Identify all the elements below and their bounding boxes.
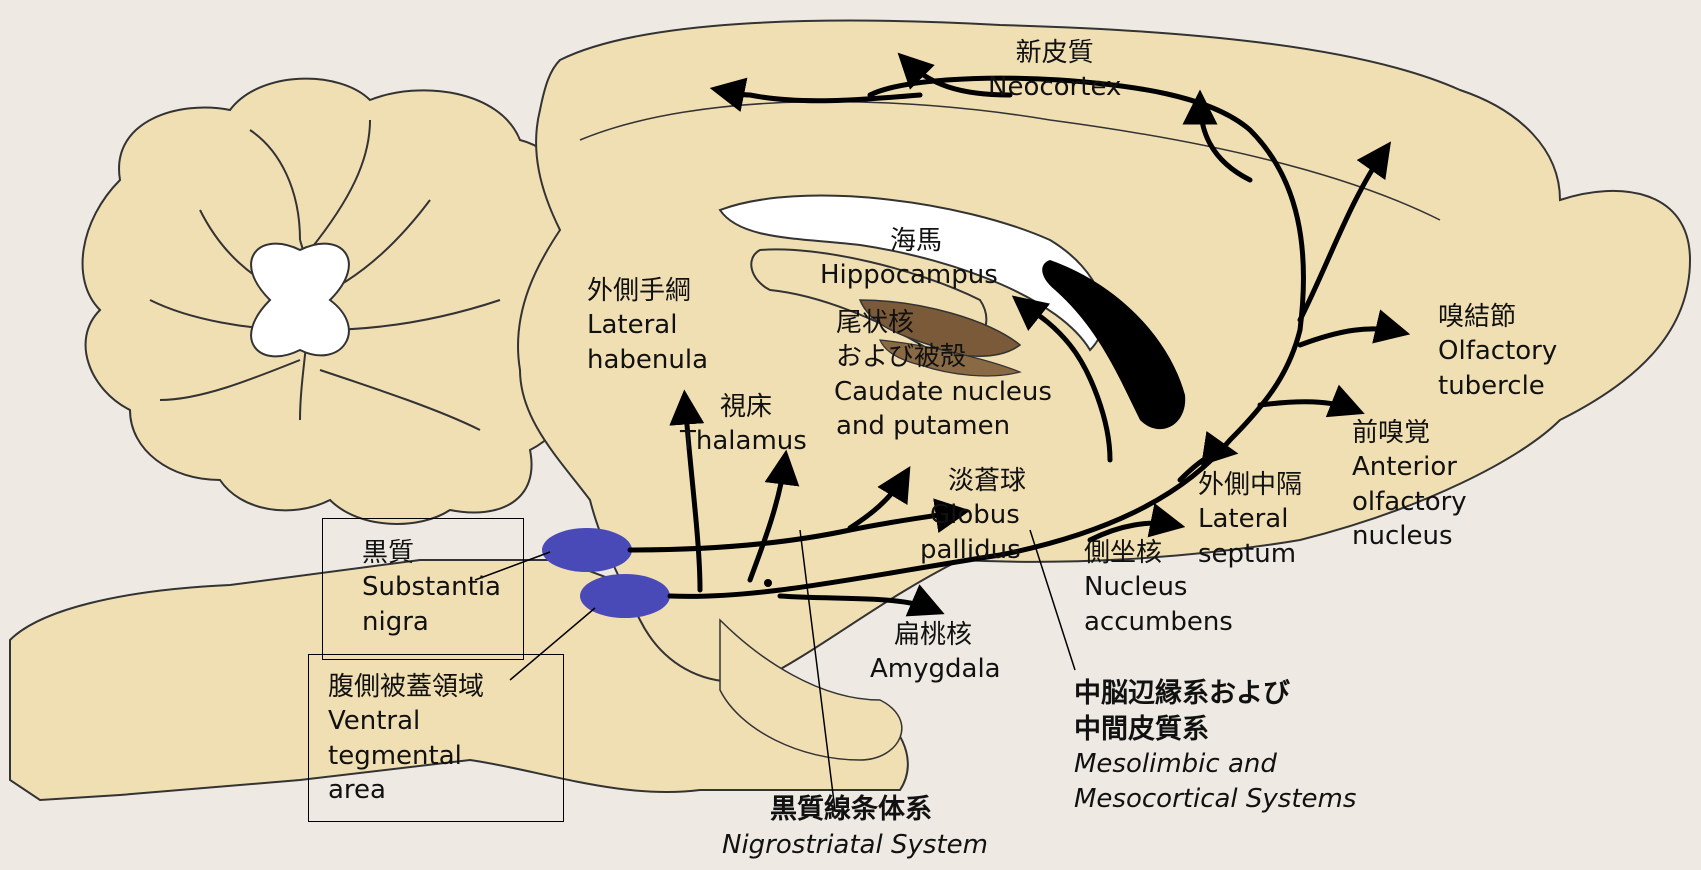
amygdala-ja: 扁桃核	[870, 618, 1001, 652]
olfactory-tubercle-ja: 嗅結節	[1438, 300, 1557, 334]
substantia-nigra-ja: 黒質	[362, 536, 501, 570]
hippocampus-en: Hippocampus	[820, 258, 998, 292]
substantia-nigra-nucleus	[542, 528, 632, 572]
nucleus-accumbens-en2: accumbens	[1084, 605, 1233, 639]
mesolimbic-en2: Mesocortical Systems	[1074, 782, 1356, 816]
anterior-olfactory-en1: Anterior	[1352, 450, 1467, 484]
amygdala-label: 扁桃核 Amygdala	[870, 618, 1001, 687]
lateral-habenula-ja: 外側手綱	[587, 274, 708, 308]
nigrostriatal-en: Nigrostriatal System	[722, 828, 988, 862]
amygdala-en: Amygdala	[870, 652, 1001, 686]
anterior-olfactory-en3: nucleus	[1352, 519, 1467, 553]
lateral-septum-en1: Lateral	[1198, 502, 1302, 536]
thalamus-ja: 視床	[680, 390, 807, 424]
neocortex-en: Neocortex	[988, 70, 1121, 104]
thalamus-en: Thalamus	[680, 424, 807, 458]
globus-pallidus-label: 淡蒼球 Globus pallidus	[920, 464, 1026, 567]
globus-pallidus-ja: 淡蒼球	[920, 464, 1026, 498]
caudate-ja1: 尾状核	[836, 306, 1052, 340]
caudate-ja2: および被殻	[836, 340, 1052, 374]
neocortex-label: 新皮質 Neocortex	[988, 36, 1121, 105]
vta-nucleus	[580, 574, 670, 618]
anterior-olfactory-ja: 前嗅覚	[1352, 416, 1467, 450]
mesolimbic-ja2: 中間皮質系	[1074, 712, 1356, 748]
lateral-habenula-label: 外側手綱 Lateral habenula	[587, 274, 708, 377]
olfactory-tubercle-label: 嗅結節 Olfactory tubercle	[1438, 300, 1557, 403]
anterior-olfactory-label: 前嗅覚 Anterior olfactory nucleus	[1352, 416, 1467, 553]
vta-en2: tegmental	[328, 739, 484, 773]
mesolimbic-ja1: 中脳辺縁系および	[1074, 676, 1356, 712]
vta-ja: 腹側被蓋領域	[328, 670, 484, 704]
globus-pallidus-en2: pallidus	[920, 533, 1026, 567]
olfactory-tubercle-en1: Olfactory	[1438, 334, 1557, 368]
caudate-label: 尾状核 および被殻 Caudate nucleus and putamen	[836, 306, 1052, 443]
substantia-nigra-en1: Substantia	[362, 570, 501, 604]
olfactory-tubercle-en2: tubercle	[1438, 369, 1557, 403]
anterior-olfactory-en2: olfactory	[1352, 485, 1467, 519]
substantia-nigra-en2: nigra	[362, 605, 501, 639]
mesolimbic-system-label: 中脳辺縁系および 中間皮質系 Mesolimbic and Mesocortic…	[1074, 676, 1356, 816]
thalamus-label: 視床 Thalamus	[680, 390, 807, 459]
mesolimbic-en1: Mesolimbic and	[1074, 747, 1356, 781]
substantia-nigra-label: 黒質 Substantia nigra	[362, 536, 501, 639]
hippocampus-label: 海馬 Hippocampus	[820, 224, 998, 293]
neocortex-ja: 新皮質	[988, 36, 1121, 70]
vta-label: 腹側被蓋領域 Ventral tegmental area	[328, 670, 484, 807]
lateral-septum-label: 外側中隔 Lateral septum	[1198, 468, 1302, 571]
vta-en1: Ventral	[328, 704, 484, 738]
lateral-septum-en2: septum	[1198, 537, 1302, 571]
lateral-habenula-en1: Lateral	[587, 308, 708, 342]
nigrostriatal-system-label: 黒質線条体系 Nigrostriatal System	[722, 792, 988, 862]
globus-pallidus-en1: Globus	[920, 498, 1026, 532]
nucleus-accumbens-en1: Nucleus	[1084, 570, 1233, 604]
caudate-en2: and putamen	[836, 409, 1052, 443]
hippocampus-ja: 海馬	[820, 224, 998, 258]
cerebellum	[83, 79, 583, 524]
lateral-septum-ja: 外側中隔	[1198, 468, 1302, 502]
nigrostriatal-ja: 黒質線条体系	[722, 792, 988, 828]
vta-en3: area	[328, 773, 484, 807]
lateral-habenula-en2: habenula	[587, 343, 708, 377]
caudate-en1: Caudate nucleus	[834, 375, 1052, 409]
